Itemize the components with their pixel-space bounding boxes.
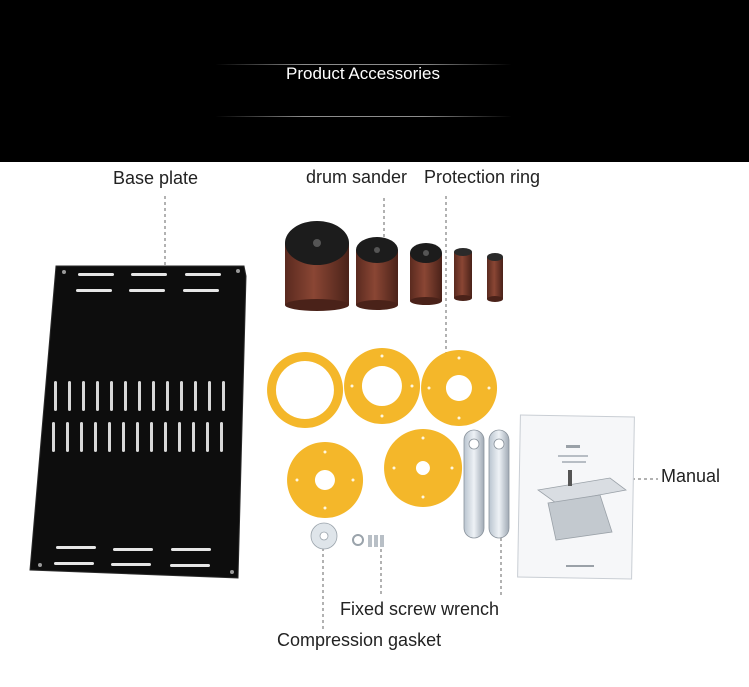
- wrenches: [463, 429, 510, 539]
- label-drum-sander: drum sander: [306, 167, 408, 187]
- gasket-and-screws: [310, 522, 384, 550]
- banner-bottom-rule: [215, 116, 512, 117]
- base-plate: [29, 265, 247, 579]
- product-photo: [29, 196, 658, 630]
- label-protection-ring: Protection ring: [424, 167, 541, 187]
- banner-top-rule: [215, 64, 512, 65]
- banner-title: Product Accessories: [285, 64, 440, 83]
- label-compression-gasket: Compression gasket: [277, 630, 442, 650]
- label-base-plate: Base plate: [113, 168, 199, 188]
- label-manual: Manual: [661, 466, 721, 486]
- sanding-drums: [285, 221, 503, 311]
- manual-booklet: [517, 414, 635, 580]
- header-banner: Product Accessories: [0, 0, 749, 162]
- protection-rings: [267, 348, 498, 518]
- label-fixed-screw-wrench: Fixed screw wrench: [340, 599, 500, 619]
